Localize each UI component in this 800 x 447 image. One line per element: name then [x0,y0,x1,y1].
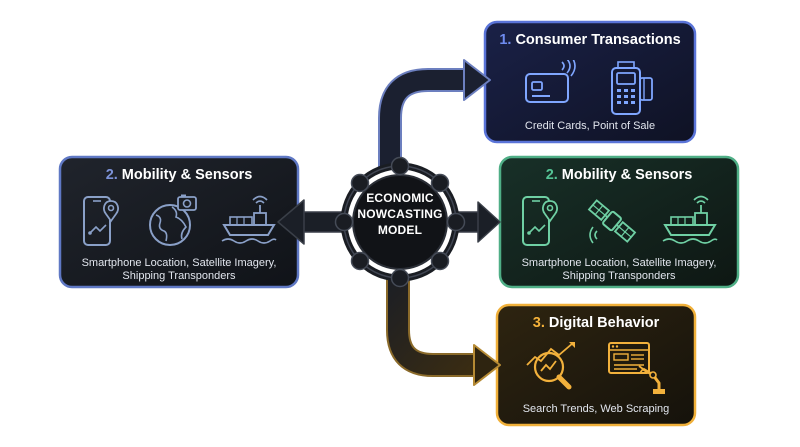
smartphone-location-icon [83,196,119,246]
cargo-ship-icon [221,195,277,244]
web-scraping-robot-icon [608,342,665,394]
digital-behavior-box: 3.Digital Behavior Search Trends, Web Sc… [497,305,695,425]
mobility-right-icons [500,193,738,249]
consumer-title: 1.Consumer Transactions [485,32,695,48]
mobility-right-title-text: Mobility & Sensors [561,167,693,183]
digital-description: Search Trends, Web Scraping [497,403,695,416]
mobility-left-number: 2. [105,167,118,183]
consumer-description: Credit Cards, Point of Sale [485,120,695,133]
hub-label-line1: ECONOMIC [366,191,434,205]
hub-node [334,156,466,288]
mobility-right-description-line1: Smartphone Location, Satellite Imagery, [521,257,717,269]
mobility-left-description: Smartphone Location, Satellite Imagery, … [60,257,298,283]
hub-label-line3: MODEL [377,223,423,237]
mobility-left-icons [60,193,298,249]
hub-label: ECONOMIC NOWCASTING MODEL [347,190,453,238]
digital-description-line1: Search Trends, Web Scraping [522,403,670,415]
hub-label-line2: NOWCASTING [357,207,443,221]
arrow-to-mobility-left [277,199,347,245]
consumer-transactions-box: 1.Consumer Transactions Credit Cards, Po… [485,22,695,142]
globe-camera-icon [149,194,197,246]
mobility-sensors-right-box: 2.Mobility & Sensors [500,157,738,287]
smartphone-location-icon [522,196,558,246]
mobility-left-description-line2: Shipping Transponders [122,270,236,282]
digital-number: 3. [532,315,545,331]
credit-card-icon [525,60,576,103]
consumer-description-line1: Credit Cards, Point of Sale [524,120,656,132]
consumer-number: 1. [499,32,512,48]
mobility-right-description-line2: Shipping Transponders [562,270,676,282]
arrow-to-digital [386,275,501,386]
digital-title-text: Digital Behavior [548,315,660,331]
mobility-right-title: 2.Mobility & Sensors [500,167,738,183]
mobility-left-description-line1: Smartphone Location, Satellite Imagery, [81,257,277,269]
arrow-to-consumer [378,59,491,170]
mobility-left-title: 2.Mobility & Sensors [60,167,298,183]
search-trends-icon [526,342,575,390]
digital-title: 3.Digital Behavior [497,315,695,331]
mobility-sensors-left-box: 2.Mobility & Sensors [60,157,298,287]
consumer-title-text: Consumer Transactions [515,32,681,48]
mobility-right-number: 2. [545,167,558,183]
cargo-ship-icon [662,195,718,244]
digital-icons [497,339,695,395]
mobility-left-title-text: Mobility & Sensors [121,167,253,183]
satellite-icon [587,199,637,244]
consumer-icons [485,60,695,116]
mobility-right-description: Smartphone Location, Satellite Imagery, … [500,257,738,283]
pos-terminal-icon [611,61,653,115]
